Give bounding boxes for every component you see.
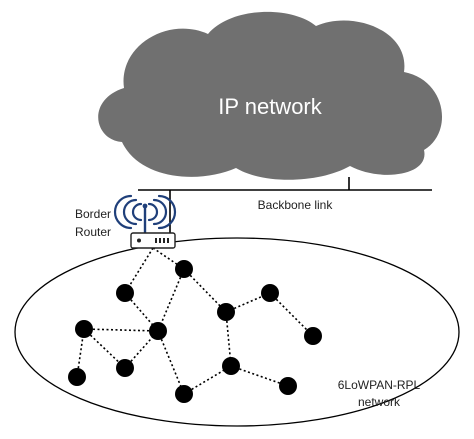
mesh-link [269, 292, 314, 337]
network-label-line1: 6LoWPAN-RPL [338, 378, 421, 392]
border-router-label-line2: Router [75, 225, 111, 239]
mesh-node-n1 [175, 260, 193, 278]
mesh-link [225, 311, 232, 367]
mesh-node-n2 [116, 284, 134, 302]
mesh-node-n4 [149, 322, 167, 340]
ip-network-cloud: IP network [98, 11, 443, 180]
mesh-links [76, 247, 314, 395]
mesh-link [225, 292, 271, 313]
backbone-link: Backbone link [138, 177, 432, 236]
mesh-link [83, 328, 159, 332]
cloud-label: IP network [218, 94, 323, 119]
mesh-link [157, 268, 185, 332]
mesh-node-n5 [75, 320, 93, 338]
mesh-node-n7 [68, 368, 86, 386]
mesh-node-n12 [222, 357, 240, 375]
mesh-link [152, 247, 185, 270]
wireless-router-icon [113, 194, 177, 249]
mesh-link [183, 365, 232, 395]
mesh-node-n6 [116, 359, 134, 377]
mesh-nodes [68, 260, 322, 403]
mesh-link [230, 365, 289, 387]
mesh-link [76, 328, 85, 378]
border-router-label-line1: Border [75, 207, 111, 221]
mesh-link [83, 328, 126, 369]
mesh-link [157, 330, 185, 395]
mesh-node-n13 [279, 377, 297, 395]
mesh-node-n8 [175, 385, 193, 403]
network-boundary [14, 237, 460, 427]
mesh-node-n11 [304, 327, 322, 345]
mesh-node-n3 [217, 303, 235, 321]
mesh-node-n10 [261, 284, 279, 302]
backbone-label: Backbone link [258, 198, 334, 212]
mesh-link [183, 268, 227, 313]
network-label-line2: network [358, 395, 401, 409]
